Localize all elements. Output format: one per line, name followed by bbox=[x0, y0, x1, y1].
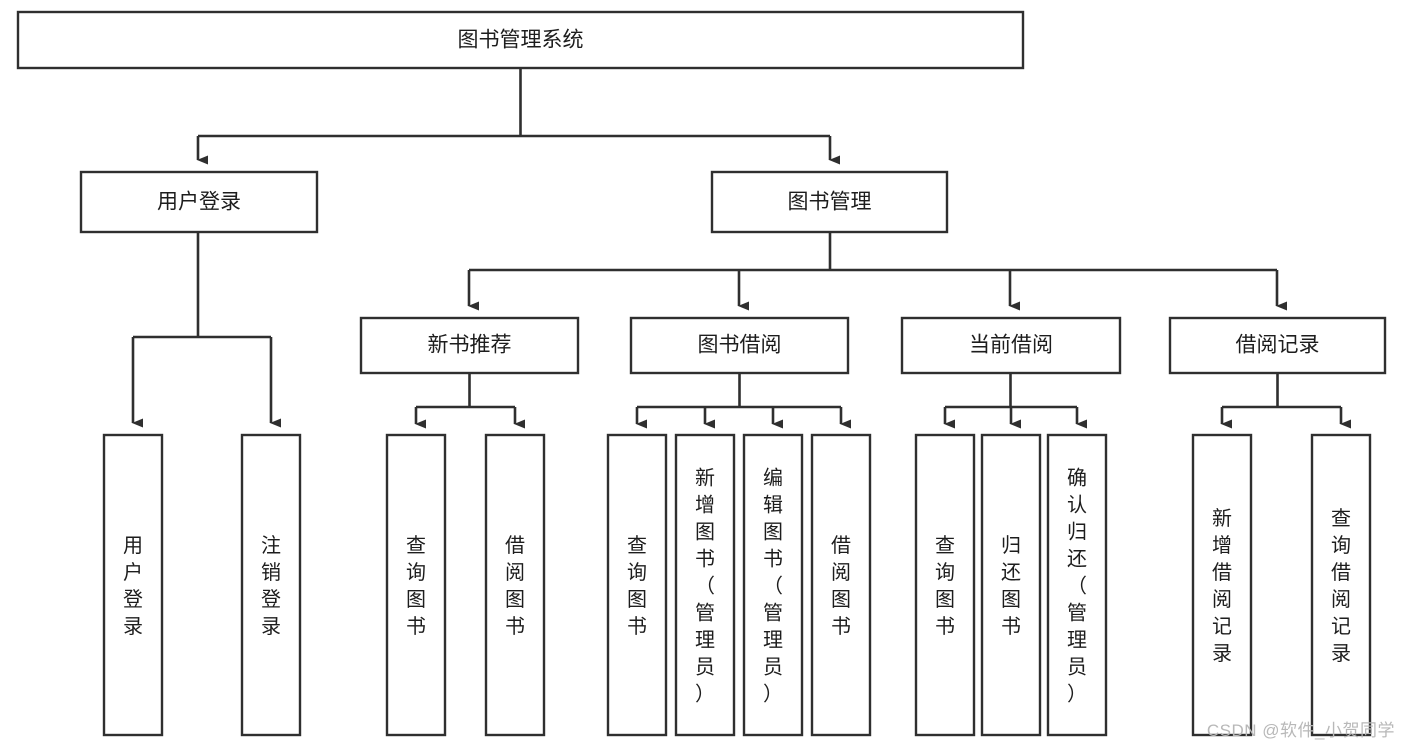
node-current-borrow-box[interactable] bbox=[900, 316, 1122, 375]
node-leaf-borrow-book-1-box[interactable] bbox=[484, 433, 546, 737]
node-book-borrow-label: 图书借阅 bbox=[698, 334, 782, 357]
node-leaf-confirm-return[interactable]: 确认归还（管理员） bbox=[1046, 433, 1108, 737]
node-leaf-add-book-label: 新增图书（管理员） bbox=[695, 467, 715, 706]
node-leaf-return-book-label: 归还图书 bbox=[1001, 534, 1021, 638]
csdn-watermark: CSDN @软件_小贺同学 bbox=[1206, 721, 1395, 740]
node-leaf-query-book-1-box[interactable] bbox=[385, 433, 447, 737]
node-book-manage-label: 图书管理 bbox=[788, 191, 872, 214]
node-current-borrow[interactable]: 当前借阅 bbox=[900, 316, 1122, 375]
node-leaf-borrow-book-1-label: 借阅图书 bbox=[505, 534, 525, 638]
node-current-borrow-label: 当前借阅 bbox=[969, 334, 1053, 357]
node-borrow-record-box[interactable] bbox=[1168, 316, 1387, 375]
node-book-manage-box[interactable] bbox=[710, 170, 949, 234]
node-leaf-add-record[interactable]: 新增借阅记录 bbox=[1191, 433, 1253, 737]
node-leaf-borrow-book-2-label: 借阅图书 bbox=[831, 534, 851, 638]
node-leaf-query-book-2[interactable]: 查询图书 bbox=[606, 433, 668, 737]
node-leaf-query-book-1[interactable]: 查询图书 bbox=[385, 433, 447, 737]
connectors-layer bbox=[131, 68, 1351, 429]
node-leaf-query-book-3-label: 查询图书 bbox=[935, 534, 955, 638]
node-borrow-record[interactable]: 借阅记录 bbox=[1168, 316, 1387, 375]
node-book-manage[interactable]: 图书管理 bbox=[710, 170, 949, 234]
node-user-login-box[interactable] bbox=[79, 170, 319, 234]
node-leaf-edit-book[interactable]: 编辑图书（管理员） bbox=[742, 433, 804, 737]
node-root-box[interactable] bbox=[16, 10, 1025, 70]
node-leaf-user-login[interactable]: 用户登录 bbox=[102, 433, 164, 737]
node-leaf-add-book-box[interactable] bbox=[674, 433, 736, 737]
node-leaf-query-record-label: 查询借阅记录 bbox=[1331, 507, 1351, 665]
node-new-book-recommend-box[interactable] bbox=[359, 316, 580, 375]
node-leaf-query-book-2-box[interactable] bbox=[606, 433, 668, 737]
node-new-book-recommend-label: 新书推荐 bbox=[428, 334, 512, 357]
node-leaf-logout-label: 注销登录 bbox=[261, 534, 281, 638]
node-leaf-query-record-box[interactable] bbox=[1310, 433, 1372, 737]
node-leaf-borrow-book-2-box[interactable] bbox=[810, 433, 872, 737]
node-leaf-query-record[interactable]: 查询借阅记录 bbox=[1310, 433, 1372, 737]
node-book-borrow-box[interactable] bbox=[629, 316, 850, 375]
node-leaf-borrow-book-1[interactable]: 借阅图书 bbox=[484, 433, 546, 737]
node-leaf-edit-book-box[interactable] bbox=[742, 433, 804, 737]
node-new-book-recommend[interactable]: 新书推荐 bbox=[359, 316, 580, 375]
node-leaf-confirm-return-box[interactable] bbox=[1046, 433, 1108, 737]
node-leaf-user-login-label: 用户登录 bbox=[123, 535, 143, 638]
node-leaf-borrow-book-2[interactable]: 借阅图书 bbox=[810, 433, 872, 737]
node-user-login-label: 用户登录 bbox=[157, 191, 241, 214]
node-leaf-edit-book-label: 编辑图书（管理员） bbox=[763, 467, 783, 706]
node-root-label: 图书管理系统 bbox=[458, 29, 584, 52]
node-borrow-record-label: 借阅记录 bbox=[1236, 334, 1320, 357]
node-leaf-query-book-3-box[interactable] bbox=[914, 433, 976, 737]
node-leaf-add-book[interactable]: 新增图书（管理员） bbox=[674, 433, 736, 737]
node-root[interactable]: 图书管理系统 bbox=[16, 10, 1025, 70]
node-leaf-add-record-label: 新增借阅记录 bbox=[1212, 507, 1232, 665]
node-leaf-return-book[interactable]: 归还图书 bbox=[980, 433, 1042, 737]
node-leaf-return-book-box[interactable] bbox=[980, 433, 1042, 737]
node-user-login[interactable]: 用户登录 bbox=[79, 170, 319, 234]
node-leaf-query-book-2-label: 查询图书 bbox=[627, 534, 647, 638]
node-leaf-confirm-return-label: 确认归还（管理员） bbox=[1067, 467, 1087, 706]
node-leaf-query-book-3[interactable]: 查询图书 bbox=[914, 433, 976, 737]
node-book-borrow[interactable]: 图书借阅 bbox=[629, 316, 850, 375]
node-leaf-query-book-1-label: 查询图书 bbox=[406, 534, 426, 638]
node-leaf-add-record-box[interactable] bbox=[1191, 433, 1253, 737]
node-leaf-logout[interactable]: 注销登录 bbox=[240, 433, 302, 737]
node-leaf-logout-box[interactable] bbox=[240, 433, 302, 737]
node-leaf-user-login-box[interactable] bbox=[102, 433, 164, 737]
